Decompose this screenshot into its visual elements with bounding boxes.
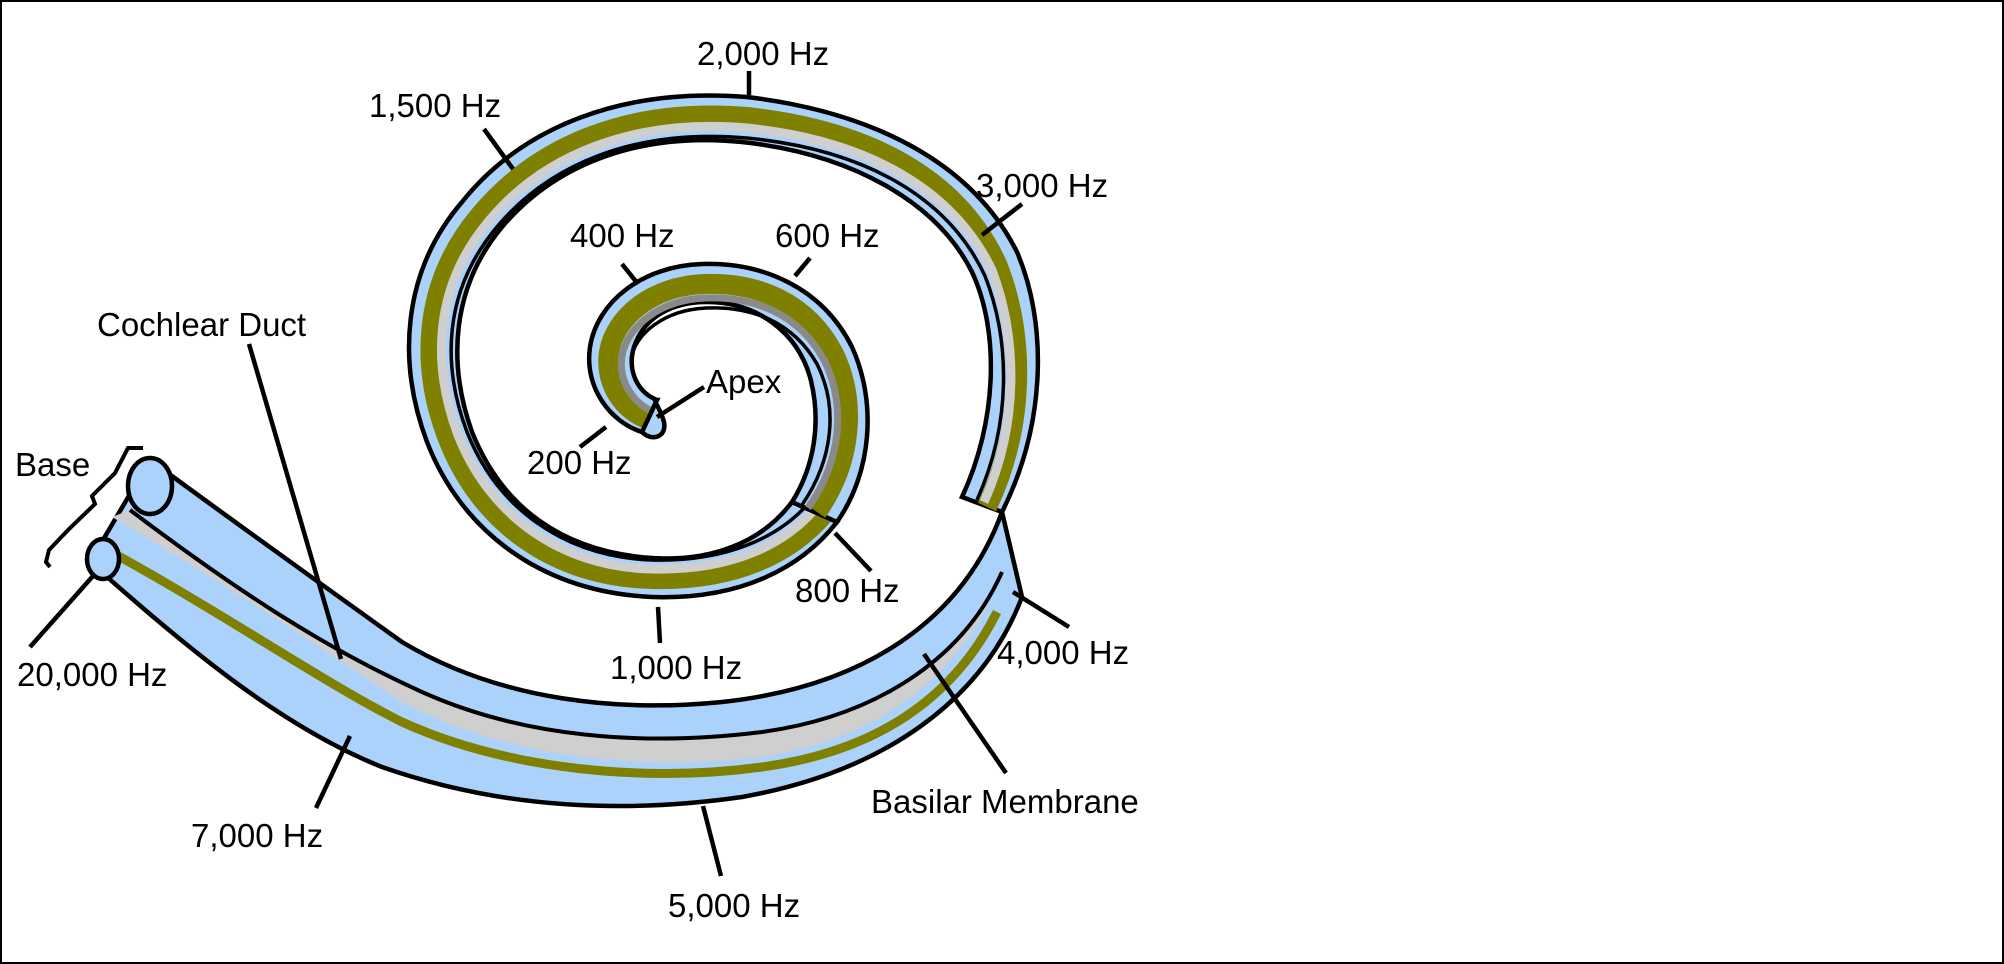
- label-800hz: 800 Hz: [795, 572, 900, 609]
- label-600hz: 600 Hz: [775, 217, 880, 254]
- base-lower-opening: [84, 536, 122, 582]
- label-base: Base: [15, 446, 90, 483]
- basal-tube: [87, 456, 1025, 809]
- leader-basilar-membrane: [922, 652, 1008, 775]
- leader-20000hz: [28, 574, 95, 649]
- basilar-membrane-outer-olive: [420, 105, 1028, 590]
- leader-7000hz: [313, 735, 353, 809]
- label-3000hz: 3,000 Hz: [976, 167, 1108, 204]
- leader-200hz: [578, 425, 608, 449]
- leader-400hz: [620, 262, 640, 286]
- label-400hz: 400 Hz: [570, 217, 675, 254]
- leader-5000hz: [700, 805, 724, 877]
- leader-apex: [655, 385, 706, 419]
- leader-4000hz: [1011, 590, 1071, 629]
- membrane-line-basal-top: [128, 508, 1004, 741]
- membrane-olive-edge-basal: [99, 543, 1002, 778]
- base-brace: [43, 446, 143, 569]
- outer-spiral-turn: [406, 93, 1041, 600]
- membrane-line-outer: [449, 134, 1006, 562]
- basilar-membrane-inner-grey: [617, 294, 842, 511]
- apex-tip: [639, 397, 667, 440]
- label-2000hz: 2,000 Hz: [697, 35, 829, 72]
- label-5000hz: 5,000 Hz: [668, 887, 800, 924]
- label-apex: Apex: [706, 363, 782, 400]
- leader-800hz: [833, 531, 873, 573]
- leader-600hz: [793, 256, 812, 278]
- label-basilar-membrane: Basilar Membrane: [871, 783, 1139, 820]
- label-4000hz: 4,000 Hz: [997, 634, 1129, 671]
- label-1500hz: 1,500 Hz: [369, 87, 501, 124]
- label-1000hz: 1,000 Hz: [610, 649, 742, 686]
- basilar-membrane-outer-grey: [437, 121, 1016, 574]
- leader-cochlear-duct: [246, 343, 344, 660]
- label-7000hz: 7,000 Hz: [191, 817, 323, 854]
- membrane-line-inner: [629, 306, 832, 506]
- leader-3000hz: [980, 202, 1024, 237]
- label-cochlear-duct: Cochlear Duct: [97, 306, 306, 343]
- label-20000hz: 20,000 Hz: [17, 656, 167, 693]
- leader-1000hz: [655, 606, 663, 644]
- label-200hz: 200 Hz: [527, 444, 632, 481]
- leader-1500hz: [482, 127, 515, 171]
- base-upper-opening: [125, 455, 175, 517]
- basilar-membrane-inner-olive: [598, 273, 858, 518]
